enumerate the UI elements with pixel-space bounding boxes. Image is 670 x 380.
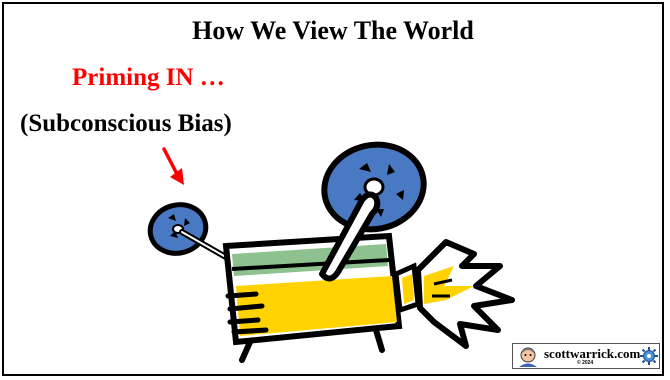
- light-beam-icon: [415, 239, 515, 349]
- priming-heading: Priming IN …: [72, 64, 225, 91]
- red-arrow-icon: [162, 147, 184, 185]
- bias-subtitle: (Subconscious Bias): [20, 110, 232, 137]
- brand-logo[interactable]: scottwarrick.com © 2024: [512, 343, 660, 369]
- slide: How We View The World Priming IN … (Subc…: [2, 2, 664, 376]
- avatar-icon: [519, 347, 537, 367]
- projector-artwork: [147, 141, 515, 363]
- lens-icon: [393, 262, 421, 314]
- front-reel-icon: [147, 202, 209, 256]
- logo-text: scottwarrick.com: [544, 346, 641, 361]
- logo-copyright: © 2024: [577, 360, 594, 366]
- film-projector-illustration: [147, 141, 515, 363]
- back-reel-icon: [321, 141, 427, 233]
- gear-icon: [640, 347, 658, 365]
- projector-body: [222, 232, 403, 346]
- slide-title: How We View The World: [192, 16, 474, 45]
